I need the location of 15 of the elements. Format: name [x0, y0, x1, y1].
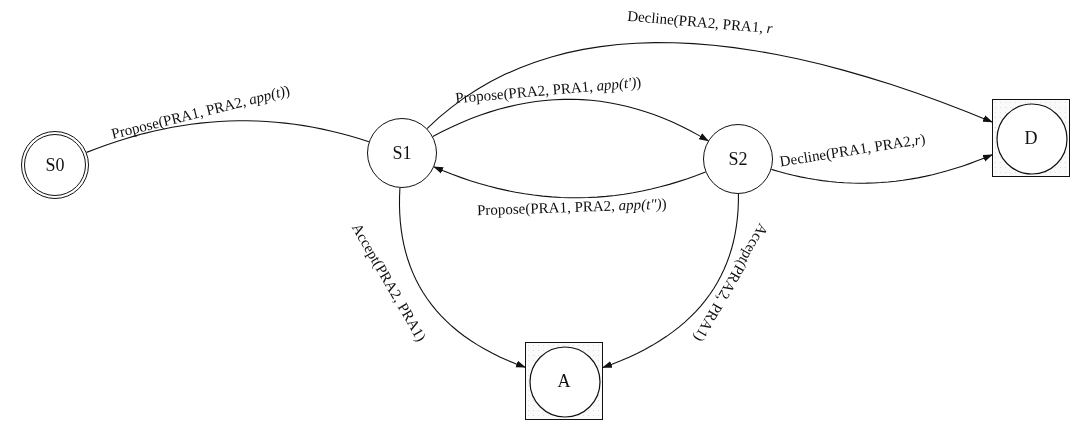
state-label: A: [557, 370, 571, 392]
edge-label: Decline(PRA1, PRA2,r): [778, 131, 926, 169]
transition-arrow: [770, 154, 993, 184]
edge-label: Propose(PRA2, PRA1, app(t')): [454, 74, 642, 106]
state-label: S0: [45, 154, 65, 176]
transition-arrow: [426, 42, 993, 130]
state-label: S1: [392, 142, 412, 164]
transition-arrow: [602, 193, 739, 369]
edge-label: Decline(PRA2, PRA1, r: [626, 8, 774, 36]
transition-arrow: [433, 166, 707, 199]
transition-arrow: [398, 187, 526, 368]
edge-label: Propose(PRA1, PRA2, app(t")): [476, 196, 667, 218]
state-label: D: [1024, 127, 1038, 149]
transition-arrow: [432, 98, 709, 142]
state-label: S2: [728, 148, 748, 170]
